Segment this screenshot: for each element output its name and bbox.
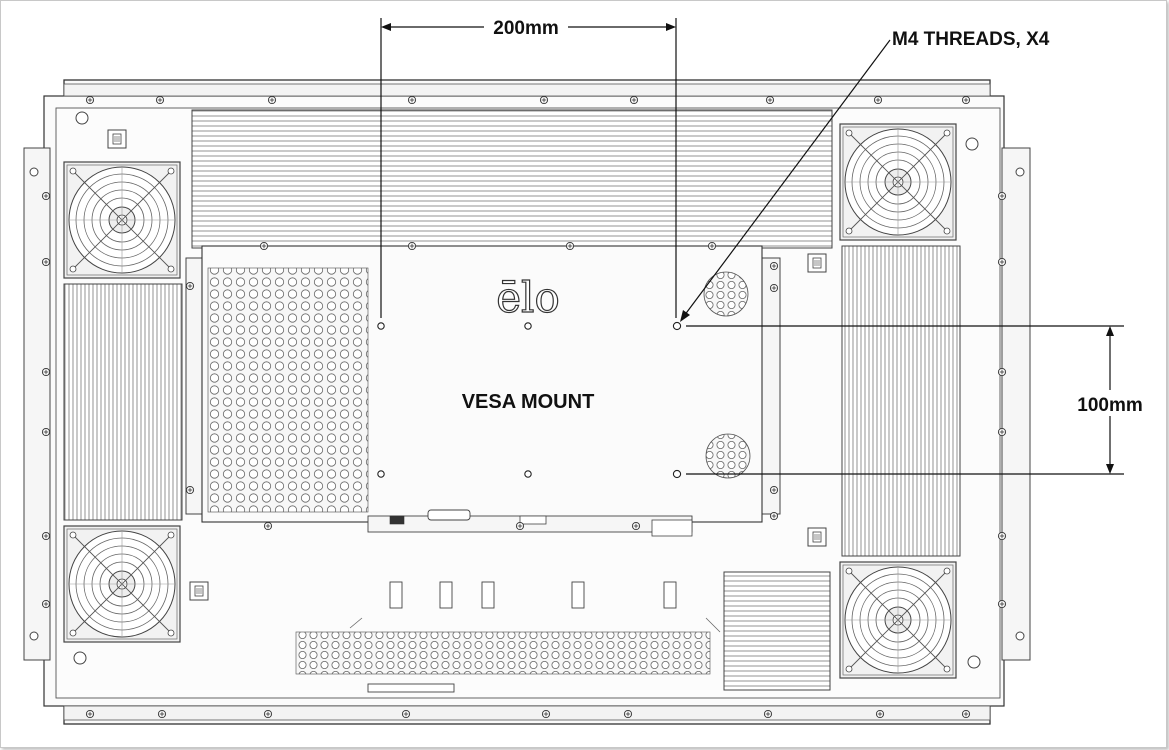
vesa-mount-label: VESA MOUNT xyxy=(462,391,595,413)
fan-top-left xyxy=(63,161,181,279)
connector-right-top xyxy=(807,253,827,273)
connector-bottom-left xyxy=(189,581,209,601)
thread-note-label: M4 THREADS, X4 xyxy=(892,29,1050,50)
heatsink-left xyxy=(63,283,183,521)
vesa-plate xyxy=(185,245,781,537)
dimension-100mm-label: 100mm xyxy=(1077,395,1143,416)
thread-leader xyxy=(680,39,891,322)
dimension-200mm xyxy=(380,18,677,318)
bottom-vent xyxy=(295,631,711,675)
bottom-slots xyxy=(367,581,677,693)
dimension-100mm xyxy=(686,325,1124,475)
connector-right-bottom xyxy=(807,527,827,547)
fan-bottom-right xyxy=(839,561,957,679)
fan-top-right xyxy=(839,123,957,241)
vesa-holes xyxy=(377,321,682,479)
heatsink-top xyxy=(191,109,833,249)
heatsink-bottom-right xyxy=(723,571,831,691)
elo-logo: ēlo xyxy=(496,273,560,322)
dimension-200mm-label: 200mm xyxy=(493,18,559,39)
heatsink-right xyxy=(841,245,961,557)
fan-bottom-left xyxy=(63,525,181,643)
connector-top-left xyxy=(107,129,127,149)
